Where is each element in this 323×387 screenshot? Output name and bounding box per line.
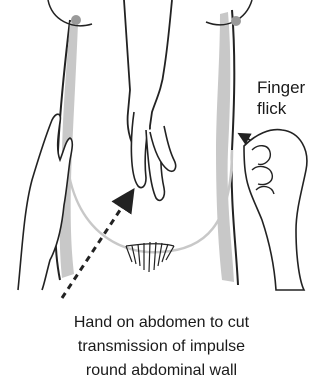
figure-caption: Hand on abdomen to cut transmission of i… (0, 311, 323, 383)
flicking-hand (243, 130, 307, 290)
dashed-pointer-arrow (62, 198, 128, 298)
right-nipple (231, 16, 241, 26)
finger-flick-line-2: flick (257, 98, 305, 119)
finger-flick-label: Finger flick (257, 77, 305, 119)
examiner-hand-on-abdomen (124, 0, 176, 200)
caption-line-3: round abdominal wall (0, 359, 323, 383)
right-breast (206, 0, 252, 26)
caption-line-2: transmission of impulse (0, 335, 323, 359)
caption-line-1: Hand on abdomen to cut (0, 311, 323, 335)
flick-arrow (243, 136, 250, 140)
torso-right-flank (216, 10, 238, 285)
pubic-hair (126, 242, 174, 272)
left-nipple (71, 15, 81, 25)
finger-flick-line-1: Finger (257, 77, 305, 98)
